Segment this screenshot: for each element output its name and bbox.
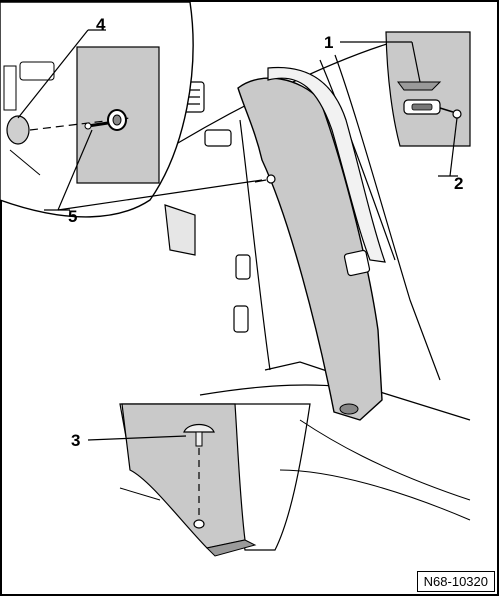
side-bracket — [164, 204, 196, 256]
leader-5-b — [57, 179, 263, 211]
lower-trim-lip — [205, 539, 257, 557]
leader-4 — [17, 29, 89, 119]
mounting-hole-inner — [112, 114, 122, 126]
callout-3: 3 — [71, 431, 80, 450]
adjuster-screw-shaft — [439, 107, 454, 113]
lens-edge — [9, 149, 41, 176]
adjuster-slot — [411, 103, 433, 111]
lens-vent — [19, 61, 55, 81]
panel-clip-hole — [266, 174, 276, 184]
cover-cap — [6, 115, 30, 145]
seat-belt-strap — [267, 66, 386, 263]
detail-lens-bottom — [119, 403, 471, 557]
belt-guide — [343, 249, 371, 277]
clip-hole — [193, 519, 205, 529]
callout-4: 4 — [96, 15, 106, 34]
lower-trim-piece — [121, 403, 246, 549]
detail-lens-top-left — [0, 1, 194, 218]
seat-contour-lower — [279, 469, 471, 521]
expanding-clip-head — [183, 423, 215, 433]
rocker-line — [379, 391, 471, 421]
b-pillar-edge — [239, 119, 271, 371]
leader-5 — [57, 129, 93, 211]
seat-contour — [299, 419, 471, 501]
lower-recess — [233, 305, 249, 333]
panel-bottom-clip — [339, 403, 359, 415]
handle-recess — [235, 254, 251, 280]
door-frame-edge — [319, 59, 396, 261]
lens-bracket — [3, 65, 17, 111]
pillar-trim-panel — [237, 77, 383, 421]
adjuster-screw — [452, 109, 462, 119]
clip-pointer — [254, 179, 267, 183]
leader-1-b — [411, 41, 421, 83]
switch-recess — [204, 129, 232, 147]
height-adjuster — [397, 81, 442, 91]
callout-2: 2 — [454, 174, 463, 193]
callout-1: 1 — [324, 33, 333, 52]
leader-lines — [17, 29, 458, 441]
screw-head — [84, 122, 92, 130]
leader-3 — [87, 435, 187, 441]
expanding-clip-shaft — [195, 431, 203, 447]
floor-edge — [119, 487, 161, 501]
leader-2 — [449, 117, 458, 177]
door-frame-edge-outer — [334, 54, 441, 381]
floor-line — [264, 361, 331, 373]
callout-5: 5 — [68, 207, 77, 226]
drawing-reference: N68-10320 — [416, 571, 495, 592]
detail-lens-top-right — [385, 31, 471, 147]
